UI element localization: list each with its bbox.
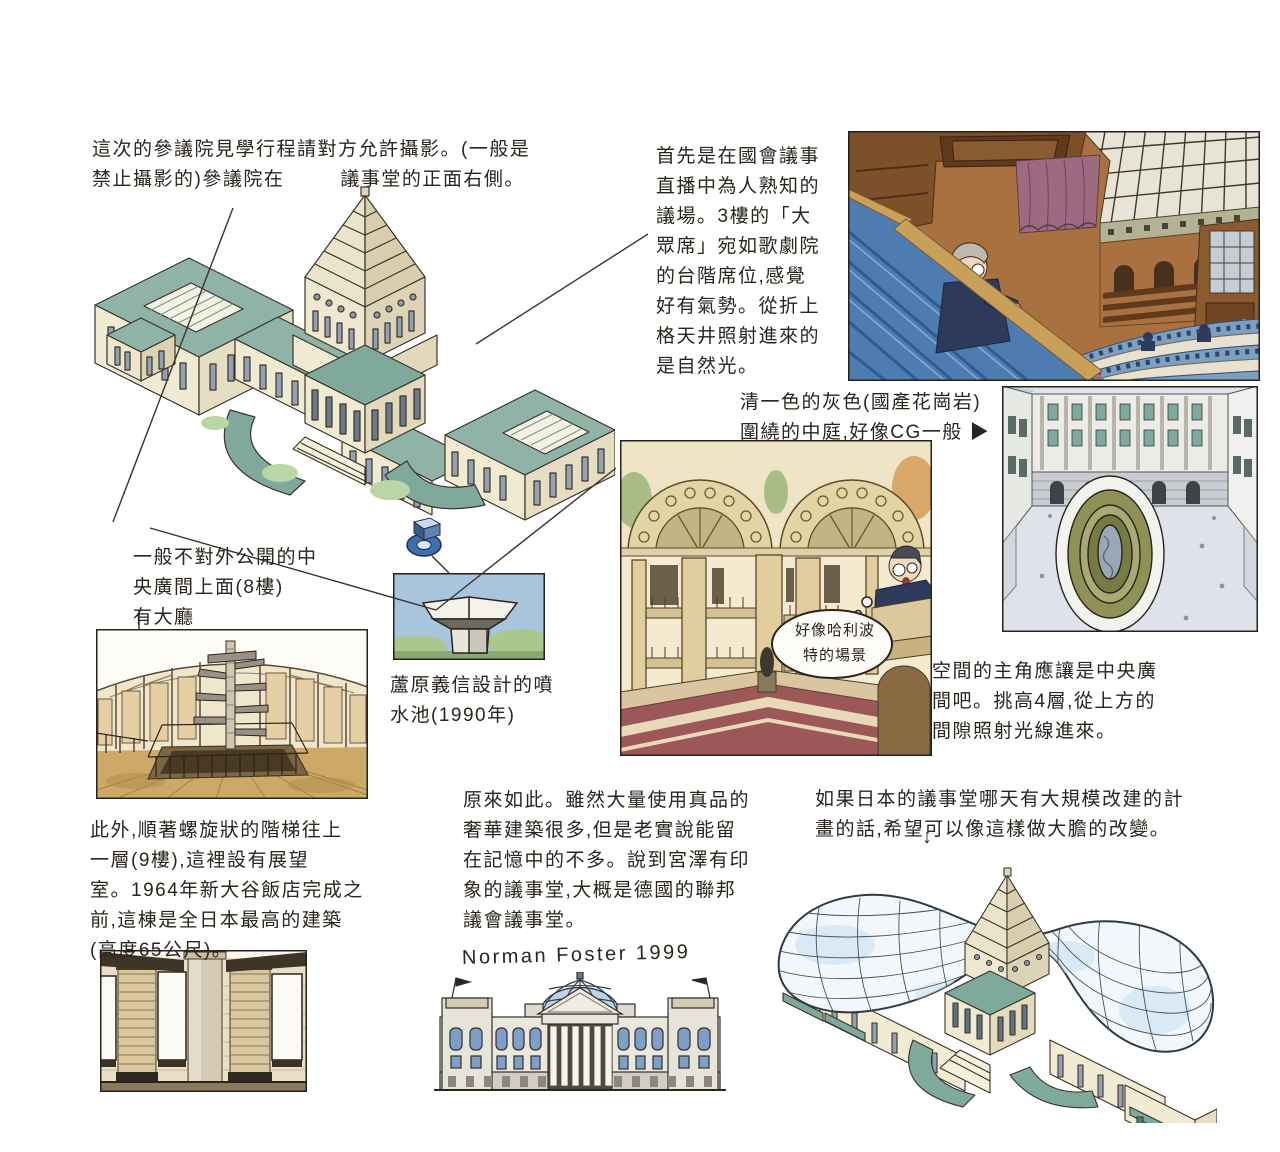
hall8f-caption: 一般不對外公開的中 央廣間上面(8樓) 有大廳	[133, 543, 318, 633]
courtyard-caption: 清一色的灰色(國產花崗岩) 圍繞的中庭,好像CG一般 ▶	[740, 388, 990, 448]
text-line: 前,這棟是全日本最高的建築	[90, 910, 343, 931]
renovation-caption: 如果日本的議事堂哪天有大規模改建的計 畫的話,希望可以像這樣做大膽的改變。	[815, 785, 1184, 845]
redesign-illustration	[765, 845, 1217, 1123]
reichstag-svg	[434, 972, 726, 1091]
thought-bubble-text: 好像哈利波 特的場景	[794, 622, 875, 664]
central-hall-illustration	[620, 440, 932, 756]
courtyard-svg	[1002, 386, 1258, 632]
text-line: (高度65公尺)。	[90, 940, 233, 961]
text-line: 蘆原義信設計的噴	[390, 675, 555, 696]
text-line: 原來如此。雖然大量使用真品的	[463, 790, 751, 811]
text-line: 此外,順著螺旋狀的階梯往上	[90, 820, 343, 841]
courtyard-illustration	[1002, 386, 1258, 632]
arrow-down-icon: ↓	[922, 826, 932, 848]
text-line: 奢華建築很多,但是老實說能留	[463, 820, 737, 841]
intro-caption: 這次的參議院見學行程請對方允許攝影。(一般是 禁止攝影的)參議院在議事堂的正面右…	[92, 135, 530, 195]
observation-illustration	[100, 950, 307, 1092]
text-line: 一層(9樓),這裡設有展望	[90, 850, 310, 871]
text-line: 如果日本的議事堂哪天有大規模改建的計	[815, 789, 1185, 810]
fountain-marker-line	[431, 555, 450, 574]
text-line: 這次的參議院見學行程請對方允許攝影。(一般是	[92, 139, 531, 160]
text-line: 在記憶中的不多。說到宮澤有印	[463, 850, 751, 871]
fountain-svg	[393, 573, 545, 660]
architect-signature: Norman Foster 1999	[461, 941, 691, 969]
text-line: 清一色的灰色(國產花崗岩)	[740, 392, 982, 413]
text-line: 央廣間上面(8樓)	[133, 577, 284, 598]
hall8f-illustration	[96, 629, 368, 799]
observation-svg	[100, 950, 307, 1092]
text-line: 是自然光。	[656, 356, 759, 377]
text-line: 議場。3樓的「大	[656, 206, 812, 227]
text-line: 直播中為人熟知的	[656, 176, 821, 197]
fountain-caption: 蘆原義信設計的噴 水池(1990年)	[390, 671, 554, 731]
text-line: 間吧。挑高4層,從上方的	[932, 691, 1156, 712]
text-line: 眾席」宛如歌劇院	[656, 236, 821, 257]
text-line: 好有氣勢。從折上	[656, 296, 821, 317]
pointer-right-icon: ▶	[969, 422, 991, 443]
text-line: 圍繞的中庭,好像CG一般 ▶	[740, 422, 991, 443]
reichstag-illustration	[430, 972, 730, 1097]
text-line: 有大廳	[133, 607, 195, 628]
text-line: 畫的話,希望可以像這樣做大膽的改變。	[815, 819, 1171, 840]
text-line: 禁止攝影的)參議院在議事堂的正面右側。	[92, 169, 525, 190]
diet-building-svg	[94, 186, 615, 521]
text-line: 首先是在國會議事	[656, 146, 821, 167]
fountain-illustration	[393, 573, 545, 660]
hall8f-svg	[96, 629, 368, 799]
text-line: 象的議事堂,大概是德國的聯邦	[463, 880, 737, 901]
redesign-svg	[777, 867, 1217, 1123]
central-hall-svg	[620, 440, 932, 756]
text-line: 的台階席位,感覺	[656, 266, 807, 287]
chamber-illustration	[848, 131, 1260, 381]
diet-building-illustration	[55, 185, 615, 525]
chamber-svg	[848, 131, 1260, 381]
text-line: 格天井照射進來的	[656, 326, 821, 347]
text-line: 空間的主角應讓是中央廣	[932, 661, 1158, 682]
text-line: 議會議事堂。	[463, 910, 587, 931]
atrium-caption: 空間的主角應讓是中央廣 間吧。挑高4層,從上方的 間隙照射光線進來。	[932, 656, 1158, 746]
text-line: 室。1964年新大谷飯店完成之	[90, 880, 364, 901]
text-line: 間隙照射光線進來。	[932, 721, 1117, 742]
chamber-caption: 首先是在國會議事 直播中為人熟知的 議場。3樓的「大 眾席」宛如歌劇院 的台階席…	[656, 142, 820, 382]
text-line: 水池(1990年)	[390, 705, 516, 726]
reichstag-caption: 原來如此。雖然大量使用真品的 奢華建築很多,但是老實說能留 在記憶中的不多。說到…	[463, 786, 750, 936]
text-line: 一般不對外公開的中	[133, 547, 318, 568]
observation-caption: 此外,順著螺旋狀的階梯往上 一層(9樓),這裡設有展望 室。1964年新大谷飯店…	[90, 816, 364, 966]
